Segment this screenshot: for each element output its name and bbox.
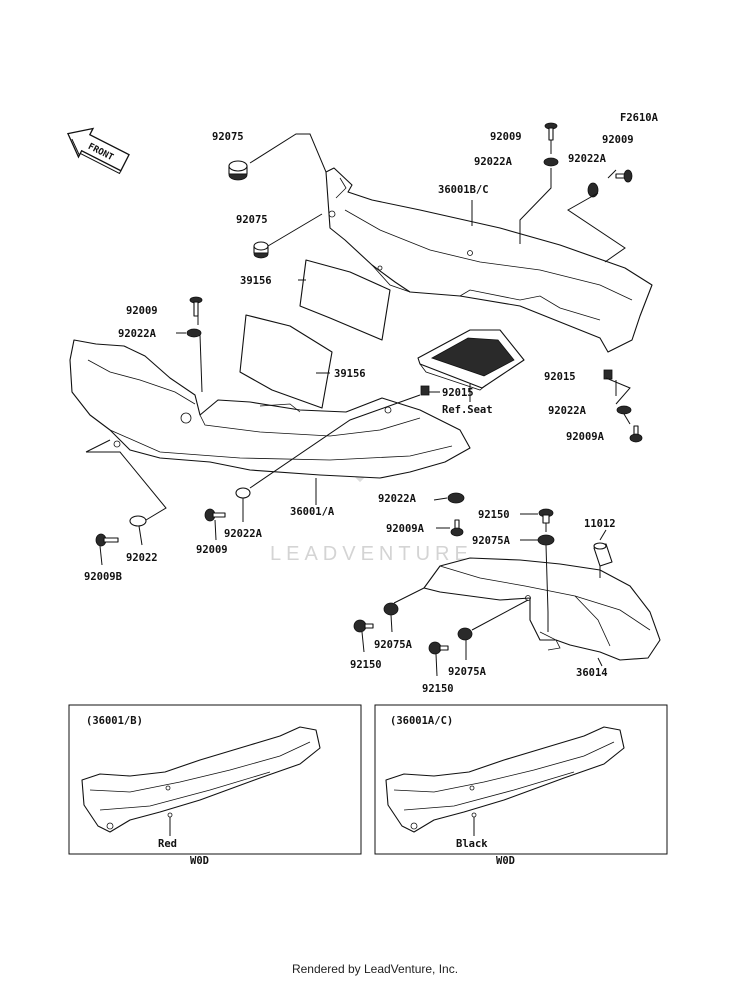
washer-92022A-mid (447, 492, 465, 504)
label-36014: 36014 (576, 667, 608, 679)
label-11012: 11012 (584, 518, 616, 530)
nut-92015-right (603, 369, 613, 380)
label-92015-a: 92015 (442, 387, 474, 399)
nut-92015-left (420, 385, 430, 396)
label-92150-b: 92150 (422, 683, 454, 695)
bolt-92009A-r (629, 425, 643, 443)
screw-92150-top (538, 508, 554, 524)
label-92150-l: 92150 (350, 659, 382, 671)
washer-92022A-r (616, 405, 632, 415)
bolt-92009B (95, 533, 119, 547)
washer-92022A-tr (587, 182, 599, 198)
figure-code: F2610A (620, 112, 659, 124)
bolt-92009-tr (615, 169, 633, 183)
pad-39156-upper (299, 259, 391, 341)
cover-36014 (423, 557, 661, 661)
inset-36001AC: (36001A/C) Black (374, 704, 668, 855)
label-92075A-top: 92075A (472, 535, 511, 547)
washer-92022A-left (186, 328, 202, 338)
inset-36001B-note: W0D (190, 855, 209, 867)
label-92022A-mid: 92022A (378, 493, 417, 505)
label-92015-b: 92015 (544, 371, 576, 383)
inset-36001AC-note: W0D (496, 855, 515, 867)
leader-lines (85, 133, 631, 677)
pad-39156-lower (239, 314, 333, 409)
label-39156-a: 39156 (240, 275, 272, 287)
cover-36001BC (325, 167, 653, 353)
inset-36001AC-title: (36001A/C) (390, 715, 453, 727)
label-92022A-left: 92022A (118, 328, 157, 340)
screw-92150-b (428, 641, 449, 655)
label-92009-bot: 92009 (196, 544, 228, 556)
label-92022: 92022 (126, 552, 158, 564)
watermark-text: LEADVENTURE (270, 543, 473, 565)
bolt-92009-left (189, 296, 203, 317)
label-92009-top: 92009 (490, 131, 522, 143)
label-92022A-r: 92022A (548, 405, 587, 417)
label-92075A-b: 92075A (448, 666, 487, 678)
cap-11012 (593, 542, 613, 567)
bolt-92009-bot (204, 508, 226, 522)
label-92022A-tr: 92022A (568, 153, 607, 165)
washer-92022A-top (543, 157, 559, 167)
washer-92022A-bot (235, 487, 251, 499)
front-arrow-icon: FRONT (66, 127, 130, 175)
label-92075-a: 92075 (212, 131, 244, 143)
inset-36001AC-color: Black (456, 838, 488, 850)
inset-36001B-color: Red (158, 838, 177, 850)
grommet-92075A-b (457, 627, 473, 641)
inset-36001B-title: (36001/B) (86, 715, 143, 727)
label-92022A-top: 92022A (474, 156, 513, 168)
cover-36001A (69, 339, 471, 479)
label-39156-b: 39156 (334, 368, 366, 380)
label-92022A-bot: 92022A (224, 528, 263, 540)
ref-seat-part (417, 329, 525, 391)
inset-36001B: (36001/B) Red (68, 704, 362, 855)
grommet-92075-b (253, 241, 269, 259)
grommet-92075-a (228, 160, 248, 181)
label-92075-b: 92075 (236, 214, 268, 226)
label-36001BC: 36001B/C (438, 184, 489, 196)
label-36001A: 36001/A (290, 506, 335, 518)
label-92075A-l: 92075A (374, 639, 413, 651)
grommet-92075A-top (537, 534, 555, 546)
label-92009-left: 92009 (126, 305, 158, 317)
label-92009B: 92009B (84, 571, 122, 583)
label-92009-tr: 92009 (602, 134, 634, 146)
label-92150-top: 92150 (478, 509, 510, 521)
footer-credit: Rendered by LeadVenture, Inc. (291, 962, 459, 976)
label-ref-seat: Ref.Seat (442, 404, 493, 416)
bolt-92009-top (544, 122, 558, 141)
bolt-92009A-mid (450, 519, 464, 537)
screw-92150-l (353, 619, 374, 633)
label-92009A-mid: 92009A (386, 523, 425, 535)
washer-92022 (129, 515, 147, 527)
grommet-92075A-l (383, 602, 399, 616)
label-92009A-r: 92009A (566, 431, 605, 443)
